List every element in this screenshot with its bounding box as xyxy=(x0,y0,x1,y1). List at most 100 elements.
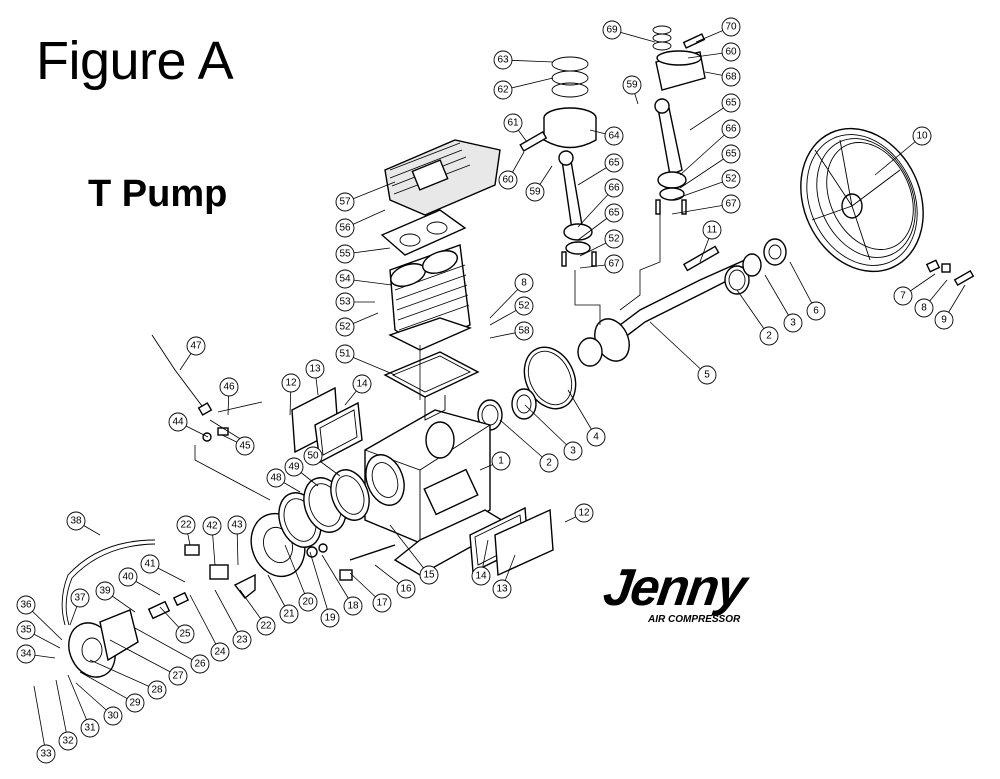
callout-number: 20 xyxy=(302,597,314,608)
callout-circle xyxy=(70,588,90,608)
callout-number: 70 xyxy=(725,22,737,33)
callout-41: 41 xyxy=(140,554,186,583)
callout-number: 16 xyxy=(400,584,412,595)
callout-circle xyxy=(893,286,913,306)
callout-10: 10 xyxy=(874,126,932,176)
callout-51: 51 xyxy=(335,344,396,376)
callout-circle xyxy=(266,468,286,488)
callout-22: 22 xyxy=(176,515,196,546)
callout-40: 40 xyxy=(118,567,161,596)
callout-31: 31 xyxy=(67,674,100,738)
callout-number: 69 xyxy=(606,25,618,36)
callout-leader xyxy=(214,589,243,641)
callout-circle xyxy=(335,218,355,238)
callout-number: 30 xyxy=(107,711,119,722)
callout-number: 10 xyxy=(916,131,928,142)
callout-number: 36 xyxy=(20,600,32,611)
callout-52: 52 xyxy=(489,296,534,326)
callout-circle xyxy=(175,624,195,644)
callout-number: 61 xyxy=(507,118,519,129)
callout-14: 14 xyxy=(471,539,491,586)
callout-number: 50 xyxy=(307,451,319,462)
callout-63: 63 xyxy=(493,50,554,70)
callout-circle xyxy=(372,593,392,613)
callout-3: 3 xyxy=(764,274,803,333)
callout-number: 8 xyxy=(921,303,927,314)
callout-number: 33 xyxy=(40,749,52,760)
callout-circle xyxy=(118,567,138,587)
callout-number: 28 xyxy=(151,685,163,696)
callout-circle xyxy=(80,718,100,738)
callout-number: 5 xyxy=(704,370,710,381)
callout-circle xyxy=(186,336,206,356)
callout-leader xyxy=(79,671,136,704)
callout-60: 60 xyxy=(498,151,525,190)
callout-number: 57 xyxy=(339,197,351,208)
callout-42: 42 xyxy=(202,516,222,566)
callout-8: 8 xyxy=(489,273,534,319)
callout-8: 8 xyxy=(914,279,948,318)
callout-leader xyxy=(284,544,309,603)
piston-right xyxy=(652,25,706,91)
callout-number: 67 xyxy=(725,199,737,210)
callout-number: 52 xyxy=(518,301,530,312)
callout-circle xyxy=(622,75,642,95)
callout-circle xyxy=(335,317,355,337)
callout-number: 4 xyxy=(593,432,599,443)
callout-number: 9 xyxy=(941,315,947,326)
callout-leader xyxy=(874,135,923,176)
callout-circle xyxy=(335,292,355,312)
callout-circle xyxy=(305,359,325,379)
callout-leader xyxy=(679,153,732,189)
callout-circle xyxy=(227,515,247,535)
callout-number: 17 xyxy=(376,598,388,609)
callout-circle xyxy=(352,374,372,394)
callout-circle xyxy=(721,17,741,37)
callout-circle xyxy=(604,203,624,223)
callout-number: 56 xyxy=(339,223,351,234)
callout-29: 29 xyxy=(79,671,145,713)
callout-number: 52 xyxy=(339,322,351,333)
callout-circle xyxy=(574,503,594,523)
connecting-rod-right xyxy=(654,98,687,215)
callout-leader xyxy=(309,551,331,619)
callout-number: 24 xyxy=(214,647,226,658)
callout-number: 52 xyxy=(608,234,620,245)
callout-number: 1 xyxy=(498,456,504,467)
callout-44: 44 xyxy=(168,412,209,438)
callout-18: 18 xyxy=(321,554,363,616)
callout-70: 70 xyxy=(695,17,741,43)
callout-leader xyxy=(389,524,430,576)
callout-leader xyxy=(524,404,574,452)
callout-number: 25 xyxy=(179,629,191,640)
callout-number: 48 xyxy=(270,473,282,484)
callout-circle xyxy=(702,220,722,240)
callout-number: 26 xyxy=(194,659,206,670)
callout-62: 62 xyxy=(493,77,554,100)
callout-circle xyxy=(491,451,511,471)
callout-leader xyxy=(671,178,732,201)
callout-60: 60 xyxy=(687,42,741,62)
callout-12: 12 xyxy=(564,503,594,523)
callout-52: 52 xyxy=(671,169,741,201)
callout-number: 46 xyxy=(223,382,235,393)
callout-59: 59 xyxy=(622,75,642,105)
callout-circle xyxy=(16,620,36,640)
callout-number: 60 xyxy=(502,175,514,186)
callout-leader xyxy=(671,203,732,215)
callout-number: 7 xyxy=(900,291,906,302)
callout-circle xyxy=(125,693,145,713)
callout-number: 64 xyxy=(608,131,620,142)
callout-66: 66 xyxy=(577,178,624,228)
callout-leader xyxy=(499,419,550,464)
callout-circle xyxy=(514,296,534,316)
callout-65: 65 xyxy=(577,203,624,241)
callout-67: 67 xyxy=(579,254,624,274)
callout-circle xyxy=(604,178,624,198)
callout-leader xyxy=(67,674,91,729)
callout-3: 3 xyxy=(524,404,583,461)
callout-13: 13 xyxy=(305,359,325,396)
callout-circle xyxy=(396,579,416,599)
callout-number: 65 xyxy=(725,98,737,109)
